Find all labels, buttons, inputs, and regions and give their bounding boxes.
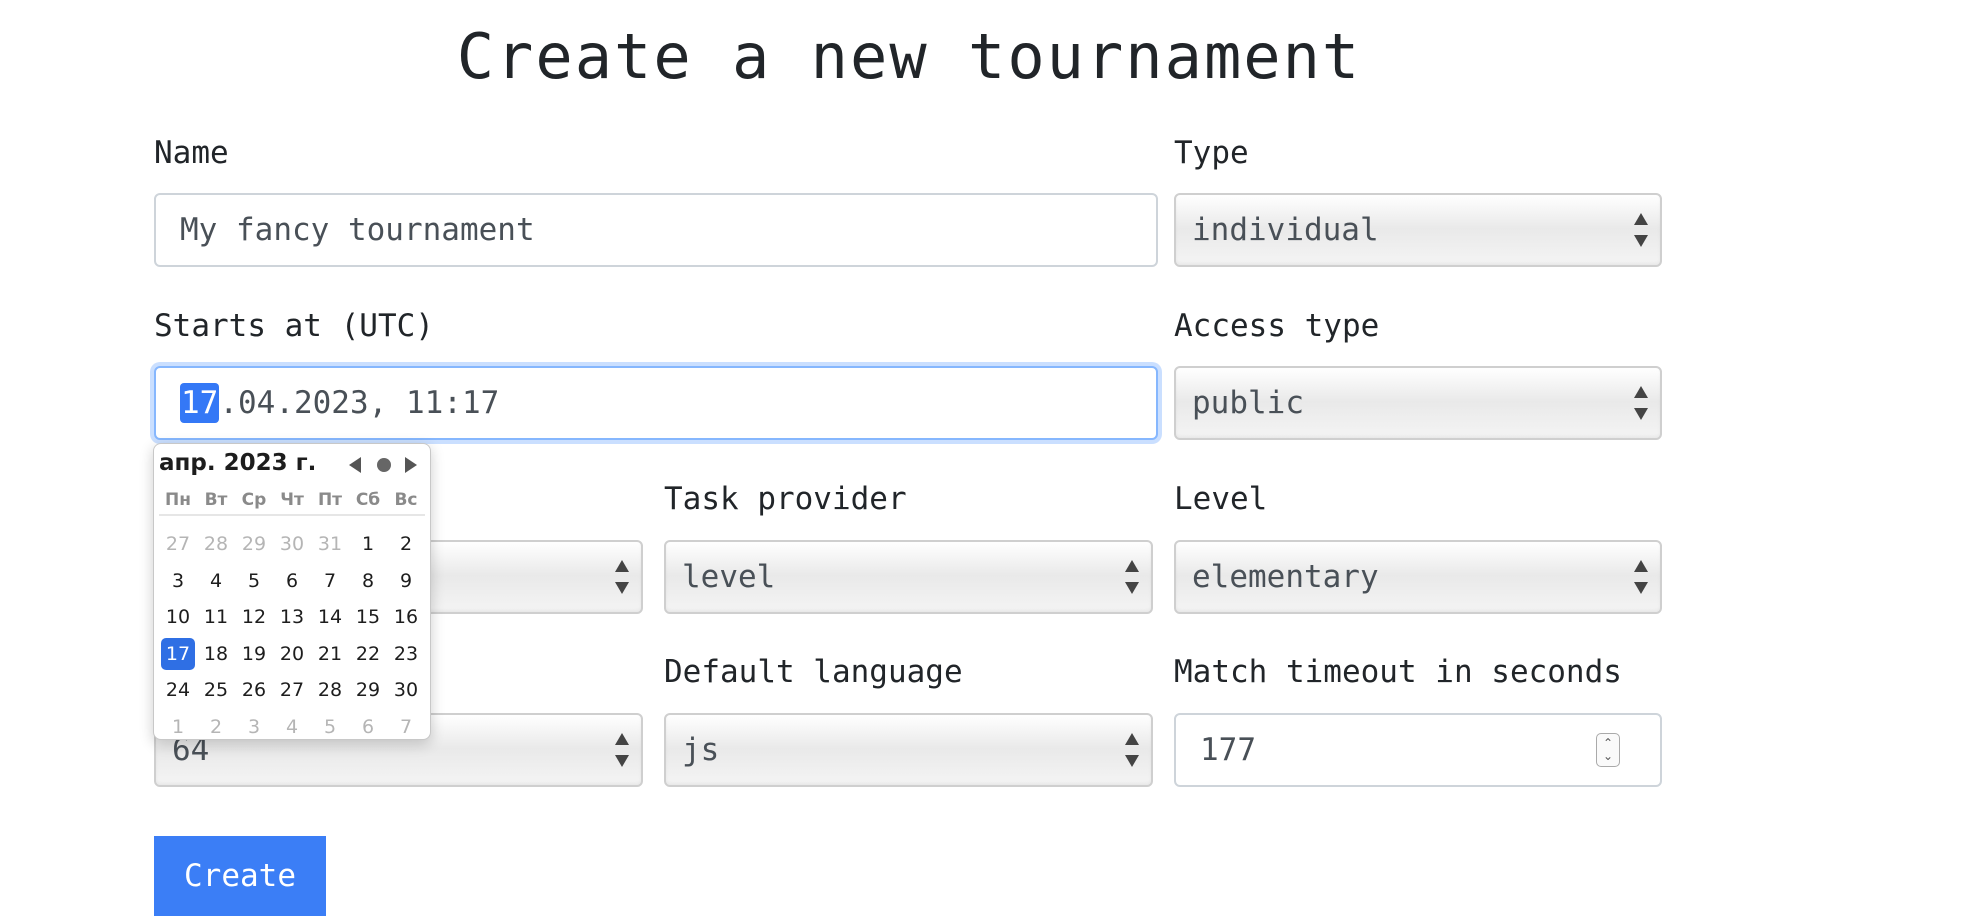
level-select-value: elementary <box>1192 559 1379 595</box>
calendar-day[interactable]: 7 <box>323 569 337 592</box>
number-stepper-icon[interactable]: ⌃⌄ <box>1596 733 1620 767</box>
weekday-label: Сб <box>355 490 381 510</box>
calendar-day[interactable]: 5 <box>323 715 337 738</box>
calendar-day[interactable]: 4 <box>285 715 299 738</box>
calendar-day[interactable]: 16 <box>393 606 419 629</box>
calendar-day[interactable]: 15 <box>355 606 381 629</box>
calendar-day[interactable]: 28 <box>317 679 343 702</box>
calendar-day[interactable]: 13 <box>279 606 305 629</box>
name-input[interactable]: My fancy tournament <box>154 193 1158 267</box>
calendar-day[interactable]: 30 <box>279 533 305 556</box>
calendar-day[interactable]: 3 <box>247 715 261 738</box>
name-label: Name <box>154 135 229 171</box>
weekday-label: Чт <box>280 490 304 510</box>
calendar-day[interactable]: 27 <box>279 679 305 702</box>
today-dot-icon[interactable] <box>377 458 391 472</box>
calendar-day[interactable]: 30 <box>393 679 419 702</box>
prev-month-icon[interactable] <box>349 457 361 473</box>
calendar-day[interactable]: 8 <box>361 569 375 592</box>
calendar-day[interactable]: 2 <box>399 533 413 556</box>
calendar-day[interactable]: 7 <box>399 715 413 738</box>
calendar-day[interactable]: 1 <box>171 715 185 738</box>
calendar-day[interactable]: 28 <box>203 533 229 556</box>
create-button[interactable]: Create <box>154 836 326 916</box>
calendar-day[interactable]: 6 <box>361 715 375 738</box>
level-select[interactable]: elementary <box>1174 540 1662 614</box>
calendar-day[interactable]: 9 <box>399 569 413 592</box>
weekday-label: Вт <box>204 490 228 510</box>
updown-arrows-icon <box>615 733 629 767</box>
next-month-icon[interactable] <box>405 457 417 473</box>
calendar-day[interactable]: 3 <box>171 569 185 592</box>
updown-arrows-icon <box>615 560 629 594</box>
default-language-select-value: js <box>682 732 720 768</box>
calendar-day[interactable]: 29 <box>355 679 381 702</box>
starts-at-label: Starts at (UTC) <box>154 308 434 344</box>
calendar-day[interactable]: 19 <box>241 642 267 665</box>
weekday-label: Пт <box>317 490 343 510</box>
calendar-day[interactable]: 27 <box>165 533 191 556</box>
calendar-day[interactable]: 1 <box>361 533 375 556</box>
task-provider-select-value: level <box>682 559 776 595</box>
calendar-month-header: апр. 2023 г. <box>159 450 317 476</box>
starts-at-rest: .04.2023, 11:17 <box>219 385 500 421</box>
name-input-value: My fancy tournament <box>180 212 535 248</box>
calendar-day[interactable]: 2 <box>209 715 223 738</box>
access-type-label: Access type <box>1174 308 1380 344</box>
match-timeout-input-value: 177 <box>1200 732 1256 768</box>
match-timeout-input[interactable]: 177 ⌃⌄ <box>1174 713 1662 787</box>
calendar-day[interactable]: 12 <box>241 606 267 629</box>
weekday-label: Ср <box>241 490 267 510</box>
task-provider-select[interactable]: level <box>664 540 1153 614</box>
access-type-select-value: public <box>1192 385 1304 421</box>
calendar-day[interactable]: 22 <box>355 642 381 665</box>
level-label: Level <box>1174 481 1268 517</box>
type-select-value: individual <box>1192 212 1379 248</box>
page-title: Create a new tournament <box>456 20 1362 93</box>
access-type-select[interactable]: public <box>1174 366 1662 440</box>
default-language-select[interactable]: js <box>664 713 1153 787</box>
calendar-day[interactable]: 31 <box>317 533 343 556</box>
calendar-day[interactable]: 25 <box>203 679 229 702</box>
default-language-label: Default language <box>664 654 963 690</box>
calendar-day[interactable]: 26 <box>241 679 267 702</box>
calendar-day[interactable]: 29 <box>241 533 267 556</box>
weekday-label: Вс <box>394 490 418 510</box>
calendar-day[interactable]: 17 <box>161 637 195 670</box>
weekday-label: Пн <box>165 490 191 510</box>
match-timeout-label: Match timeout in seconds <box>1174 654 1622 690</box>
type-label: Type <box>1174 135 1249 171</box>
calendar-day[interactable]: 14 <box>317 606 343 629</box>
calendar-day[interactable]: 21 <box>317 642 343 665</box>
updown-arrows-icon <box>1634 386 1648 420</box>
updown-arrows-icon <box>1634 560 1648 594</box>
updown-arrows-icon <box>1125 733 1139 767</box>
calendar-day[interactable]: 11 <box>203 606 229 629</box>
task-provider-label: Task provider <box>664 481 907 517</box>
calendar-day[interactable]: 23 <box>393 642 419 665</box>
calendar-day[interactable]: 20 <box>279 642 305 665</box>
calendar-day[interactable]: 5 <box>247 569 261 592</box>
calendar-day[interactable]: 6 <box>285 569 299 592</box>
starts-at-day-segment[interactable]: 17 <box>180 383 220 423</box>
calendar-day[interactable]: 10 <box>165 606 191 629</box>
calendar-day[interactable]: 18 <box>203 642 229 665</box>
updown-arrows-icon <box>1634 213 1648 247</box>
updown-arrows-icon <box>1125 560 1139 594</box>
type-select[interactable]: individual <box>1174 193 1662 267</box>
calendar-day[interactable]: 4 <box>209 569 223 592</box>
starts-at-input[interactable]: 17.04.2023, 11:17 <box>154 366 1158 440</box>
calendar-day[interactable]: 24 <box>165 679 191 702</box>
calendar-weekdays: Пн Вт Ср Чт Пт Сб Вс <box>159 490 425 516</box>
